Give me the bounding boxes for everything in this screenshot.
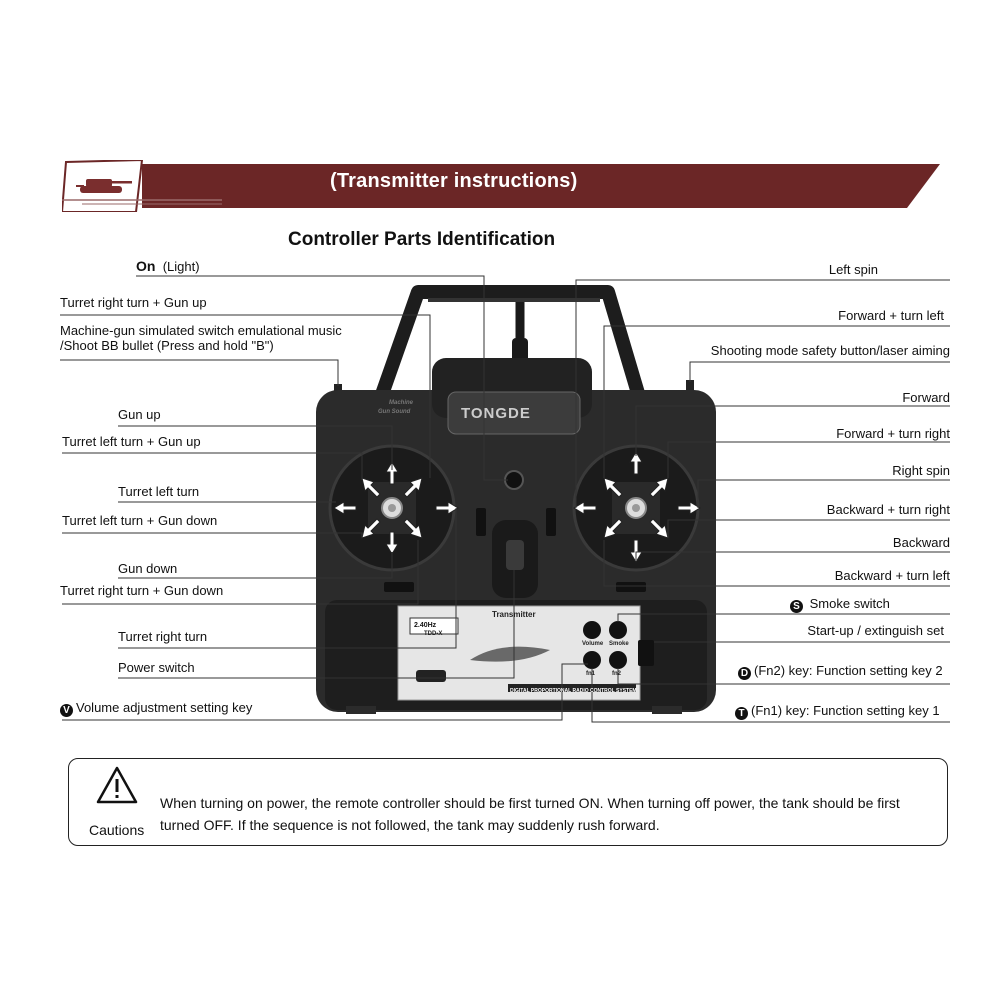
panel-title: Transmitter [492,610,536,619]
label-left-spin: Left spin [828,262,878,277]
smoke-button-label: Smoke [609,641,629,647]
panel-bottom-strip: DIGITAL PROPORTIONAL RADIO CONTROL SYSTE… [510,688,637,694]
label-smoke-text: Smoke switch [809,596,890,611]
model-tag: TDD-X [424,631,443,637]
controller-brand: TONGDE [461,405,531,422]
machine-label: Machine [389,400,414,406]
fn2-badge-icon: D [738,667,751,680]
label-forward: Forward [902,390,950,405]
label-turret-left-gun-down: Turret left turn + Gun down [62,513,218,528]
fn1-badge-icon: T [735,707,748,720]
label-fn2-key: D(Fn2) key: Function setting key 2 [738,663,943,680]
label-right-spin: Right spin [892,463,950,478]
label-machine-gun-line2: /Shoot BB bullet (Press and hold "B") [60,338,274,353]
volume-badge-icon: V [60,704,73,717]
label-fn2-text: (Fn2) key: Function setting key 2 [754,663,943,678]
label-light: (Light) [162,259,200,274]
label-turret-left-gun-up: Turret left turn + Gun up [62,434,201,449]
caution-box [68,758,948,846]
label-backward-turn-right: Backward + turn right [826,502,950,517]
label-gun-down: Gun down [118,561,178,576]
caution-text: When turning on power, the remote contro… [160,795,900,833]
fn2-button-label: fn2 [612,671,621,677]
label-power-switch: Power switch [118,660,195,675]
caution-label: Cautions [89,822,145,838]
label-on-light: On (Light) [136,258,200,275]
label-turret-right-turn: Turret right turn [118,629,208,644]
label-forward-turn-left: Forward + turn left [838,308,944,323]
label-backward: Backward [892,535,950,550]
label-machine-gun-line1: Machine-gun simulated switch emulational… [60,323,342,338]
gun-sound-label: Gun Sound [378,409,411,415]
label-startup-set: Start-up / extinguish set [807,623,944,638]
label-volume-text: Volume adjustment setting key [76,700,253,715]
label-forward-turn-right: Forward + turn right [836,426,950,441]
page-heading: Controller Parts Identification [288,229,556,250]
label-shooting-mode: Shooting mode safety button/laser aiming [710,343,950,358]
label-turret-right-gun-down: Turret right turn + Gun down [60,583,224,598]
smoke-badge-icon: S [790,600,803,613]
label-turret-right-gun-up: Turret right turn + Gun up [60,295,207,310]
warning-icon [96,766,138,804]
label-smoke-switch: S Smoke switch [790,596,890,613]
volume-button-label: Volume [582,641,604,647]
label-fn1-text: (Fn1) key: Function setting key 1 [751,703,940,718]
label-backward-turn-left: Backward + turn left [834,568,950,583]
label-turret-left-turn: Turret left turn [118,484,200,499]
frequency-tag: 2.40Hz [414,622,437,629]
label-on-word: On [136,258,156,274]
label-gun-up: Gun up [118,407,161,422]
tank-icon [76,179,132,193]
label-fn1-key: T(Fn1) key: Function setting key 1 [735,703,940,720]
title-banner [62,160,940,212]
banner-title: (Transmitter instructions) [330,170,578,192]
fn1-button-label: fn1 [586,671,595,677]
